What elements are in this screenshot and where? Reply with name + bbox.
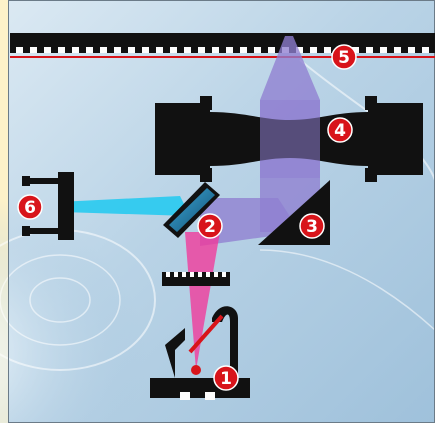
marker-label: 4 [334,121,346,141]
marker-circle [213,365,239,391]
photodetector [22,172,74,240]
disc-pit [170,47,177,53]
marker-photodetector: 6 [17,194,43,220]
disc-pit [296,47,303,53]
disc-pit [142,47,149,53]
disc-pit [16,47,23,53]
disc-pit [198,47,205,53]
disc-surface [10,33,435,58]
disc-pits [16,47,429,53]
marker-circle [331,44,357,70]
disc-pit [324,47,331,53]
disc-pit [128,47,135,53]
marker-label: 5 [338,48,350,68]
marker-beam-splitter: 2 [197,213,223,239]
disc-pit [156,47,163,53]
disc-pit [366,47,373,53]
disc-pit [422,47,429,53]
disc-pit [254,47,261,53]
marker-prism: 3 [299,213,325,239]
marker-circle [17,194,43,220]
marker-circle [299,213,325,239]
disc-pit [58,47,65,53]
cyan-beam [58,196,190,216]
disc-pit [100,47,107,53]
marker-label: 1 [220,369,232,389]
disc-pit [394,47,401,53]
marker-circle [197,213,223,239]
disc-pit [184,47,191,53]
marker-label: 3 [306,217,318,237]
disc-pit [408,47,415,53]
lens-overlay [260,100,320,178]
marker-circle [327,117,353,143]
disc-pit [310,47,317,53]
marker-disc-surface: 5 [331,44,357,70]
disc-pit [114,47,121,53]
marker-laser-diode: 1 [213,365,239,391]
marker-label: 2 [204,217,216,237]
disc-pit [44,47,51,53]
marker-objective-lens: 4 [327,117,353,143]
component-markers: 1 2 3 4 5 6 [17,44,357,391]
disc-pit [72,47,79,53]
diffraction-grating [162,272,230,286]
laser-beam [185,232,220,370]
disc-pit [226,47,233,53]
disc-pit [86,47,93,53]
laser-diode [150,306,250,400]
disc-pit [352,47,359,53]
disc-pit [30,47,37,53]
disc-pit [240,47,247,53]
beam-splitter [163,182,220,238]
disc-pit [212,47,219,53]
marker-label: 6 [24,198,36,218]
disc-pit [380,47,387,53]
disc-pit [268,47,275,53]
